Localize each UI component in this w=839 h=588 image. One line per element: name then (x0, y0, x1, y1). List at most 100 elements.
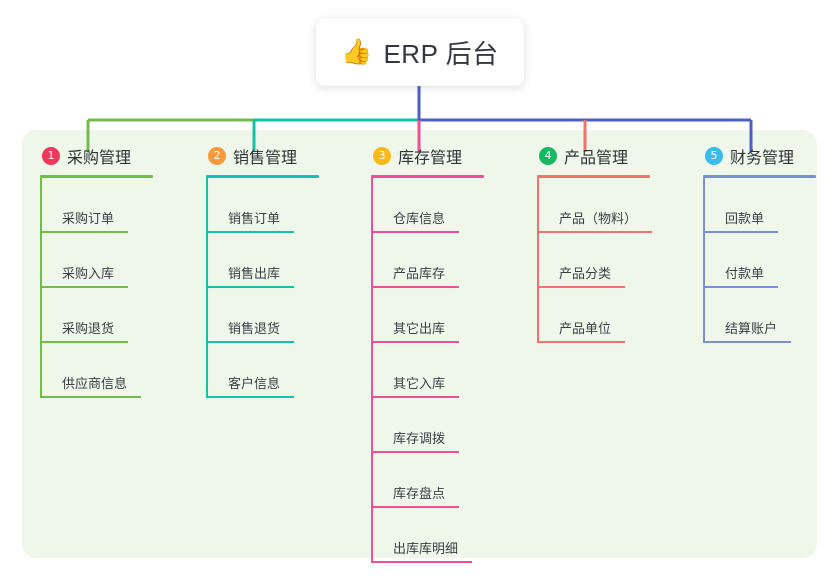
leaf-label: 库存盘点 (393, 486, 446, 501)
branch-underline (206, 175, 319, 178)
branch-header-2[interactable]: 2 销售管理 (206, 144, 356, 168)
leaf-spine (703, 178, 705, 343)
leaf-list: 销售订单销售出库销售退货客户信息 (206, 178, 356, 398)
leaf-underline (371, 231, 459, 233)
leaf-item[interactable]: 采购退货 (40, 288, 190, 343)
leaf-label: 客户信息 (228, 376, 281, 391)
leaf-item[interactable]: 库存盘点 (371, 453, 521, 508)
leaf-list: 回款单付款单结算账户 (703, 178, 839, 343)
branch-number-badge: 4 (539, 147, 557, 165)
leaf-underline (371, 341, 459, 343)
leaf-underline (40, 231, 128, 233)
branch-underline (40, 175, 153, 178)
leaf-label: 产品库存 (393, 266, 446, 281)
leaf-item[interactable]: 供应商信息 (40, 343, 190, 398)
leaf-underline (206, 396, 294, 398)
leaf-item[interactable]: 库存调拨 (371, 398, 521, 453)
branch-title: 采购管理 (67, 150, 132, 167)
branch-underline (703, 175, 816, 178)
leaf-list: 采购订单采购入库采购退货供应商信息 (40, 178, 190, 398)
leaf-spine (371, 178, 373, 563)
leaf-spine (206, 178, 208, 398)
branch-underline (371, 175, 484, 178)
branch-title: 产品管理 (564, 150, 629, 167)
leaf-label: 付款单 (725, 266, 765, 281)
branches-panel (22, 130, 817, 558)
leaf-label: 其它入库 (393, 376, 446, 391)
branch-title: 财务管理 (730, 150, 795, 167)
leaf-item[interactable]: 销售退货 (206, 288, 356, 343)
leaf-item[interactable]: 仓库信息 (371, 178, 521, 233)
leaf-underline (537, 286, 625, 288)
leaf-label: 出库库明细 (393, 541, 459, 556)
leaf-underline (703, 341, 791, 343)
leaf-label: 销售出库 (228, 266, 281, 281)
leaf-underline (703, 286, 778, 288)
leaf-item[interactable]: 产品（物料） (537, 178, 697, 233)
leaf-underline (206, 341, 294, 343)
leaf-underline (703, 231, 778, 233)
branch-column-4: 4 产品管理产品（物料） 产品分类产品单位 (537, 144, 697, 343)
root-title: ERP 后台 (383, 38, 499, 69)
leaf-label: 仓库信息 (393, 211, 446, 226)
leaf-label: 采购退货 (62, 321, 115, 336)
leaf-label: 销售订单 (228, 211, 281, 226)
leaf-item[interactable]: 结算账户 (703, 288, 839, 343)
leaf-label: 采购入库 (62, 266, 115, 281)
leaf-item[interactable]: 销售出库 (206, 233, 356, 288)
branch-number-badge: 3 (373, 147, 391, 165)
branch-header-1[interactable]: 1 采购管理 (40, 144, 190, 168)
leaf-item[interactable]: 其它出库 (371, 288, 521, 343)
leaf-label: 产品（物料） (559, 211, 638, 226)
leaf-underline (371, 286, 459, 288)
branch-number-badge: 2 (208, 147, 226, 165)
leaf-underline (371, 506, 459, 508)
root-node[interactable]: 👍 ERP 后台 (316, 18, 524, 86)
leaf-underline (371, 451, 459, 453)
leaf-underline (206, 231, 294, 233)
branch-title: 库存管理 (398, 150, 463, 167)
branch-title: 销售管理 (233, 150, 298, 167)
leaf-item[interactable]: 出库库明细 (371, 508, 521, 563)
leaf-label: 采购订单 (62, 211, 115, 226)
leaf-underline (537, 341, 625, 343)
branch-column-1: 1 采购管理采购订单采购入库采购退货供应商信息 (40, 144, 190, 398)
leaf-item[interactable]: 采购入库 (40, 233, 190, 288)
leaf-underline (40, 396, 141, 398)
leaf-underline (40, 341, 128, 343)
leaf-list: 产品（物料） 产品分类产品单位 (537, 178, 697, 343)
leaf-underline (40, 286, 128, 288)
branch-header-3[interactable]: 3 库存管理 (371, 144, 521, 168)
leaf-spine (40, 178, 42, 398)
leaf-item[interactable]: 产品库存 (371, 233, 521, 288)
branch-column-2: 2 销售管理销售订单销售出库销售退货客户信息 (206, 144, 356, 398)
leaf-underline (371, 561, 472, 563)
branch-underline (537, 175, 650, 178)
branch-number-badge: 1 (42, 147, 60, 165)
leaf-underline (371, 396, 459, 398)
branch-header-4[interactable]: 4 产品管理 (537, 144, 697, 168)
leaf-underline (206, 286, 294, 288)
branch-header-5[interactable]: 5 财务管理 (703, 144, 839, 168)
leaf-list: 仓库信息产品库存其它出库其它入库库存调拨库存盘点出库库明细 (371, 178, 521, 563)
leaf-item[interactable]: 产品分类 (537, 233, 697, 288)
leaf-item[interactable]: 付款单 (703, 233, 839, 288)
leaf-item[interactable]: 销售订单 (206, 178, 356, 233)
leaf-label: 库存调拨 (393, 431, 446, 446)
leaf-underline (537, 231, 652, 233)
branch-column-5: 5 财务管理回款单付款单结算账户 (703, 144, 839, 343)
branch-column-3: 3 库存管理仓库信息产品库存其它出库其它入库库存调拨库存盘点出库库明细 (371, 144, 521, 563)
leaf-spine (537, 178, 539, 343)
leaf-label: 其它出库 (393, 321, 446, 336)
leaf-item[interactable]: 产品单位 (537, 288, 697, 343)
leaf-item[interactable]: 其它入库 (371, 343, 521, 398)
leaf-item[interactable]: 回款单 (703, 178, 839, 233)
leaf-label: 供应商信息 (62, 376, 128, 391)
leaf-item[interactable]: 采购订单 (40, 178, 190, 233)
leaf-label: 回款单 (725, 211, 765, 226)
leaf-item[interactable]: 客户信息 (206, 343, 356, 398)
branch-number-badge: 5 (705, 147, 723, 165)
leaf-label: 产品分类 (559, 266, 612, 281)
leaf-label: 产品单位 (559, 321, 612, 336)
